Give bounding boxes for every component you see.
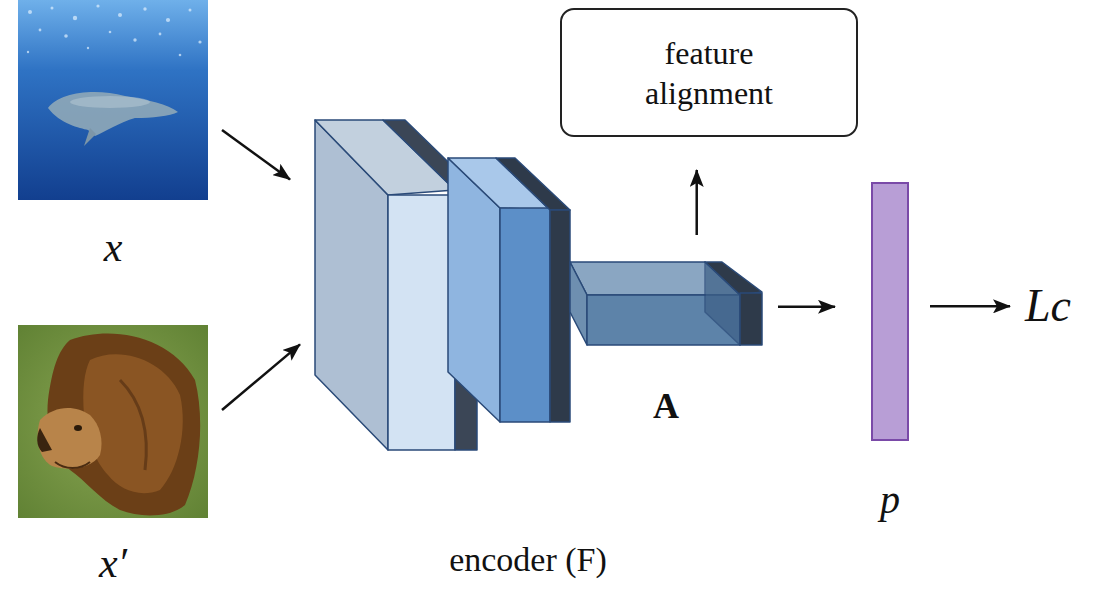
shape-area [300,112,780,540]
image-input: x′ [18,325,208,588]
node-label: x′ [99,538,127,588]
image-input: x [18,0,208,272]
prediction-vector: p [860,183,920,524]
flow-arrow [778,306,835,309]
flow-arrow [930,305,1010,308]
feature-map-block [570,262,762,345]
box-label: feature alignment [609,33,809,113]
shape-area [18,0,208,222]
lion-photo [18,325,208,518]
node-label: x [104,222,123,272]
loss-term: Lc [1025,278,1071,333]
sea-photo [18,0,208,200]
shape-area [860,183,920,476]
shape-area [18,325,208,538]
node-label: encoder (F) [449,540,607,581]
prediction-bar [872,183,908,440]
feature-map: A [570,262,762,428]
encoder-block: encoder (F) A [300,112,780,581]
shape-area [570,262,762,385]
flow-arrow [222,344,300,410]
encoder-layers [315,120,570,450]
flow-arrow [695,170,698,235]
node-label: p [880,476,900,524]
loss-label: Lc [1025,278,1071,333]
flow-arrow [222,130,290,179]
node-label: A [653,385,679,428]
process-box: feature alignment [560,8,858,137]
